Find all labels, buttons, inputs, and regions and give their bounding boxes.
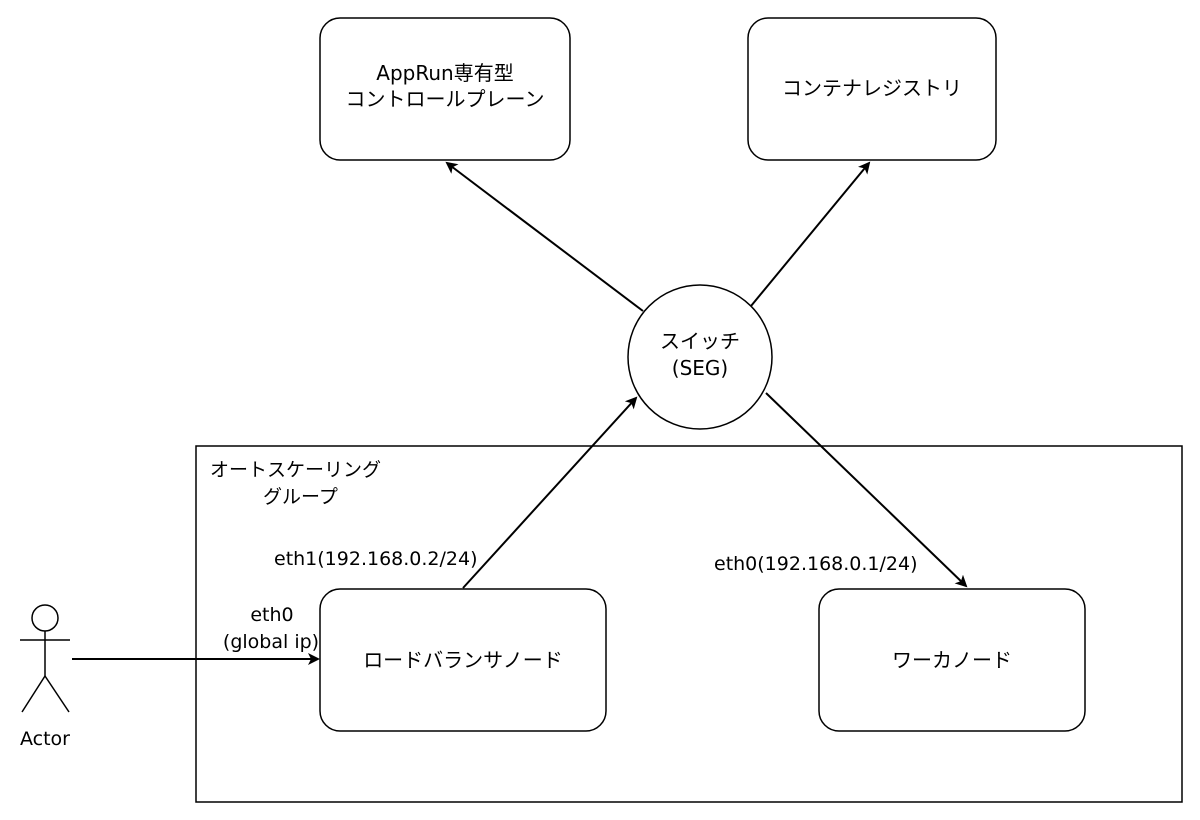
control-plane-label-line1: AppRun専有型 bbox=[376, 61, 513, 85]
container-registry-label: コンテナレジストリ bbox=[782, 76, 962, 100]
container-registry-node[interactable]: コンテナレジストリ bbox=[747, 17, 997, 161]
control-plane-label-line2: コントロールプレーン bbox=[346, 87, 545, 111]
switch-label-line2: (SEG) bbox=[672, 356, 728, 380]
autoscaling-group-label-line2: グループ bbox=[263, 486, 338, 508]
actor-icon[interactable] bbox=[20, 604, 70, 713]
switch-label-line1: スイッチ bbox=[660, 329, 740, 353]
autoscaling-group-label-line1: オートスケーリング bbox=[210, 459, 381, 481]
worker-node[interactable]: ワーカノード bbox=[818, 588, 1086, 732]
edge-switch-to-control-plane bbox=[445, 161, 644, 312]
lb-eth0-label-line2: (global ip) bbox=[223, 631, 319, 653]
edge-switch-to-registry bbox=[750, 161, 871, 307]
lb-eth1-label: eth1(192.168.0.2/24) bbox=[274, 548, 478, 570]
worker-eth0-label: eth0(192.168.0.1/24) bbox=[714, 553, 918, 575]
switch-node[interactable]: スイッチ (SEG) bbox=[627, 284, 773, 430]
edge-switch-to-worker bbox=[765, 392, 968, 588]
control-plane-node[interactable]: AppRun専有型 コントロールプレーン bbox=[319, 17, 571, 161]
autoscaling-group-box bbox=[195, 445, 1183, 803]
load-balancer-node[interactable]: ロードバランサノード bbox=[319, 588, 607, 732]
lb-eth0-label-line1: eth0 bbox=[250, 604, 293, 626]
actor-label: Actor bbox=[20, 728, 70, 750]
worker-label: ワーカノード bbox=[892, 648, 1012, 672]
load-balancer-label: ロードバランサノード bbox=[363, 648, 563, 672]
edge-lb-to-switch bbox=[462, 396, 638, 589]
